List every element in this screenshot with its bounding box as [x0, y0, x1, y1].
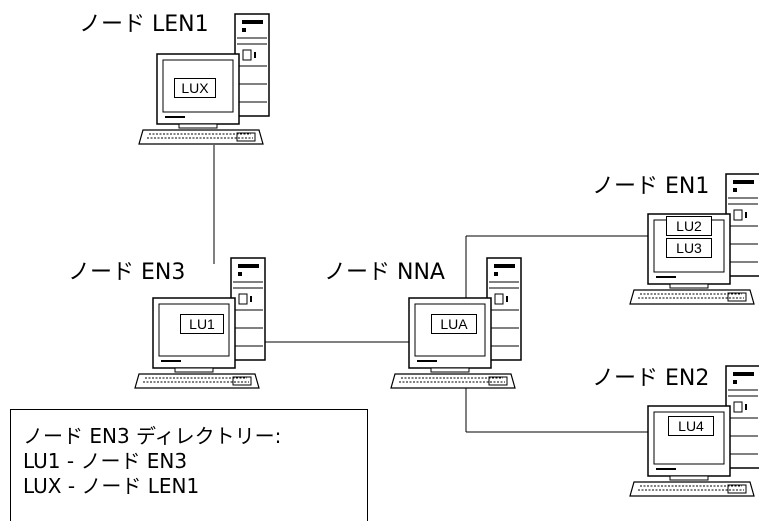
lu-box-lu2: LU2 — [666, 216, 712, 236]
directory-entry: LUX - ノード LEN1 — [23, 474, 200, 498]
lu-box-lu3: LU3 — [666, 238, 712, 258]
directory-entry: LU1 - ノード EN3 — [23, 449, 188, 473]
directory-title: ノード EN3 ディレクトリー: — [23, 424, 282, 448]
lu-box-lua: LUA — [431, 314, 477, 334]
node-en2: LU4 — [629, 365, 759, 497]
node-label-en3: ノード EN3 — [68, 260, 186, 285]
lu-box-lu4: LU4 — [668, 416, 714, 436]
node-en3: LU1 — [134, 257, 285, 389]
node-nna: LUA — [390, 257, 541, 389]
node-label-en2: ノード EN2 — [592, 366, 710, 391]
node-label-en1: ノード EN1 — [592, 174, 710, 199]
directory-box: ノード EN3 ディレクトリー: LU1 - ノード EN3 LUX - ノード… — [10, 409, 368, 521]
computer-icon — [138, 13, 270, 145]
lu-box-lu1: LU1 — [180, 314, 224, 334]
node-label-len1: ノード LEN1 — [79, 12, 209, 37]
lu-box-lux: LUX — [174, 78, 216, 98]
node-len1: LUX — [138, 13, 289, 145]
node-en1: LU2 LU3 — [629, 173, 759, 305]
node-label-nna: ノード NNA — [324, 260, 445, 285]
computer-icon — [390, 257, 522, 389]
